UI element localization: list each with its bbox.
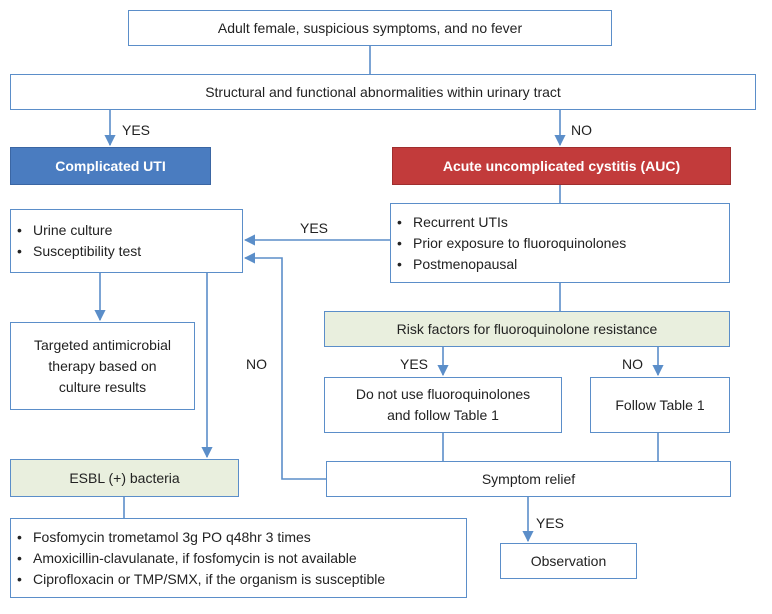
node-culture: Urine culture Susceptibility test bbox=[10, 209, 243, 273]
node-symptom-relief-text: Symptom relief bbox=[481, 471, 576, 487]
label-yes-observation: YES bbox=[536, 515, 565, 531]
esbl-treatment-item: Ciprofloxacin or TMP/SMX, if the organis… bbox=[17, 569, 466, 590]
auc-factor-item: Recurrent UTIs bbox=[397, 212, 729, 233]
label-no-loop: NO bbox=[246, 356, 267, 372]
node-risk-factors-text: Risk factors for fluoroquinolone resista… bbox=[396, 321, 658, 337]
node-abnormalities: Structural and functional abnormalities … bbox=[10, 74, 756, 110]
node-no-fluoroquinolones: Do not use fluoroquinolones and follow T… bbox=[324, 377, 562, 433]
esbl-treatment-item: Amoxicillin-clavulanate, if fosfomycin i… bbox=[17, 548, 466, 569]
targeted-line: Targeted antimicrobial bbox=[34, 336, 171, 353]
auc-factors-list: Recurrent UTIs Prior exposure to fluoroq… bbox=[391, 212, 729, 275]
culture-item: Susceptibility test bbox=[17, 241, 242, 262]
node-auc-text: Acute uncomplicated cystitis (AUC) bbox=[442, 158, 681, 174]
culture-list: Urine culture Susceptibility test bbox=[11, 220, 242, 262]
node-auc: Acute uncomplicated cystitis (AUC) bbox=[392, 147, 731, 185]
node-risk-factors: Risk factors for fluoroquinolone resista… bbox=[324, 311, 730, 347]
node-abnormalities-text: Structural and functional abnormalities … bbox=[205, 84, 561, 100]
node-start-text: Adult female, suspicious symptoms, and n… bbox=[217, 20, 523, 36]
targeted-line: therapy based on bbox=[48, 357, 157, 374]
arrow-relief-loop-to-culture bbox=[243, 252, 326, 480]
auc-factor-item: Prior exposure to fluoroquinolones bbox=[397, 233, 729, 254]
label-no-risk: NO bbox=[622, 356, 643, 372]
esbl-treatment-list: Fosfomycin trometamol 3g PO q48hr 3 time… bbox=[11, 527, 466, 590]
targeted-line: culture results bbox=[58, 378, 147, 395]
no-fq-line: and follow Table 1 bbox=[387, 407, 499, 423]
node-observation: Observation bbox=[500, 543, 637, 579]
esbl-treatment-item: Fosfomycin trometamol 3g PO q48hr 3 time… bbox=[17, 527, 466, 548]
node-start: Adult female, suspicious symptoms, and n… bbox=[128, 10, 612, 46]
node-symptom-relief: Symptom relief bbox=[326, 461, 731, 497]
node-observation-text: Observation bbox=[530, 553, 607, 569]
auc-factor-item: Postmenopausal bbox=[397, 254, 729, 275]
label-yes-complicated: YES bbox=[122, 122, 151, 138]
culture-item: Urine culture bbox=[17, 220, 242, 241]
node-complicated-uti-text: Complicated UTI bbox=[55, 158, 166, 174]
label-no-auc: NO bbox=[571, 122, 592, 138]
node-esbl-treatments: Fosfomycin trometamol 3g PO q48hr 3 time… bbox=[10, 518, 467, 598]
no-fq-line: Do not use fluoroquinolones bbox=[355, 386, 531, 402]
node-complicated-uti: Complicated UTI bbox=[10, 147, 211, 185]
node-follow-table-text: Follow Table 1 bbox=[615, 397, 705, 413]
node-follow-table: Follow Table 1 bbox=[590, 377, 730, 433]
node-esbl-text: ESBL (+) bacteria bbox=[69, 470, 180, 486]
label-yes-culture: YES bbox=[300, 220, 329, 236]
node-esbl: ESBL (+) bacteria bbox=[10, 459, 239, 497]
label-yes-risk: YES bbox=[400, 356, 429, 372]
node-auc-factors: Recurrent UTIs Prior exposure to fluoroq… bbox=[390, 203, 730, 283]
node-targeted-therapy: Targeted antimicrobial therapy based on … bbox=[10, 322, 195, 410]
